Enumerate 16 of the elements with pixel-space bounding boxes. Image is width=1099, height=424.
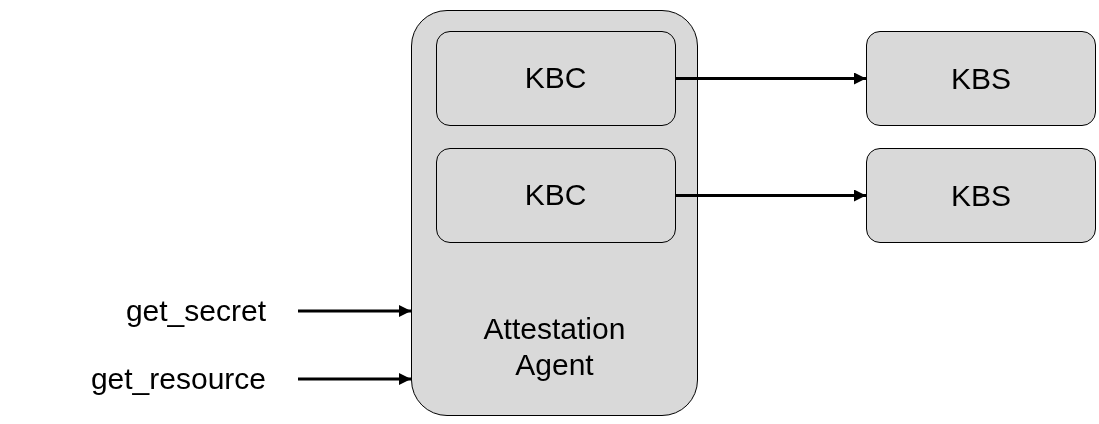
process-box xyxy=(866,148,1096,243)
box-label: KBS xyxy=(950,177,1012,214)
arrow xyxy=(676,189,866,202)
arrow xyxy=(676,72,866,85)
arrow xyxy=(298,373,411,385)
box-label: KBC xyxy=(523,60,588,96)
input-label: get_resource xyxy=(89,361,266,397)
box-label: KBS xyxy=(950,60,1012,97)
process-box xyxy=(435,147,676,243)
container-box xyxy=(411,10,698,416)
arrow xyxy=(298,305,411,317)
process-box xyxy=(866,31,1096,126)
input-label: get_secret xyxy=(124,293,266,329)
box-label: Attestation Agent xyxy=(482,311,627,383)
process-box xyxy=(435,30,676,126)
box-label: KBC xyxy=(523,177,588,213)
